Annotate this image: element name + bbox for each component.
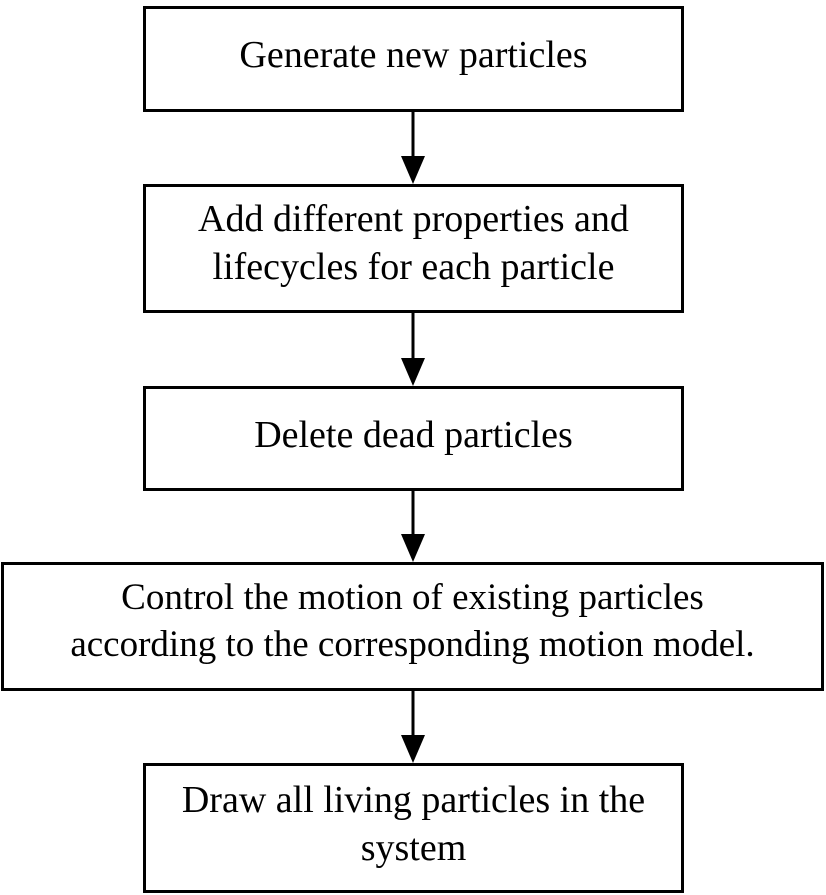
arrow-1-to-2 <box>401 112 425 184</box>
step-draw-particles: Draw all living particles in the system <box>143 763 684 893</box>
arrow-3-to-4 <box>401 491 425 562</box>
step-delete-dead-particles: Delete dead particles <box>143 386 684 491</box>
step-generate-particles-label: Generate new particles <box>239 34 588 76</box>
step-add-properties-label: Add different properties and lifecycles … <box>198 197 629 288</box>
step-control-motion-label: Control the motion of existing particles… <box>70 576 755 665</box>
arrow-2-to-3 <box>401 313 425 386</box>
arrow-4-to-5 <box>401 691 425 763</box>
step-add-properties: Add different properties and lifecycles … <box>143 184 684 313</box>
step-control-motion: Control the motion of existing particles… <box>1 562 824 691</box>
step-generate-particles: Generate new particles <box>143 6 684 112</box>
step-delete-dead-particles-label: Delete dead particles <box>254 413 573 456</box>
step-draw-particles-label: Draw all living particles in the system <box>181 779 646 869</box>
